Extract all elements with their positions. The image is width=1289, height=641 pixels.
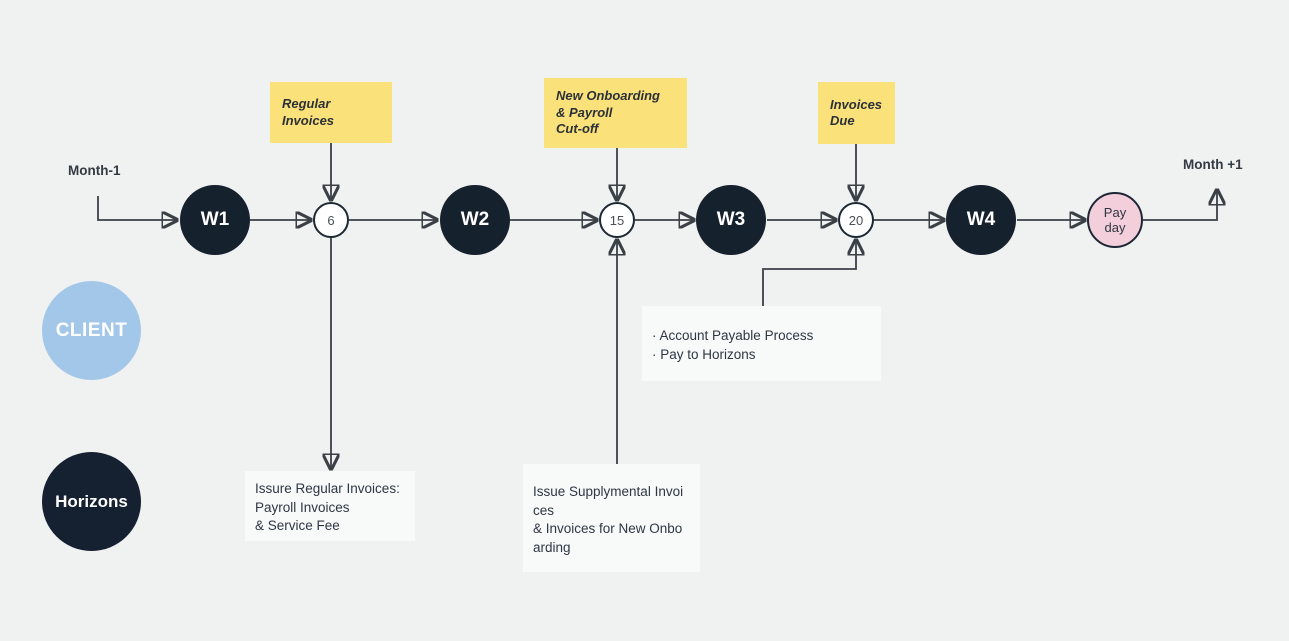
timeline-node-day-20: 20 (838, 202, 874, 238)
connector-payday-to-month-plus-1 (1143, 191, 1217, 221)
timeline-node-w1: W1 (180, 185, 250, 255)
connector-payable-callout-to-day20 (762, 241, 856, 306)
sticky-note-invoices-due: Invoices Due (818, 82, 895, 144)
actor-client: CLIENT (42, 281, 141, 380)
timeline-node-payday: Pay day (1087, 192, 1143, 248)
month-plus-1-label: Month +1 (1183, 157, 1243, 172)
month-minus-1-label: Month-1 (68, 163, 121, 178)
callout-account-payable-process: · Account Payable Process · Pay to Horiz… (642, 306, 881, 381)
timeline-node-day-6: 6 (313, 202, 349, 238)
timeline-node-day-15: 15 (599, 202, 635, 238)
timeline-node-w4: W4 (946, 185, 1016, 255)
callout-issue-regular-invoices: Issure Regular Invoices: Payroll Invoice… (245, 471, 415, 541)
connector-month-minus-1-to-w1 (97, 196, 176, 220)
timeline-node-w3: W3 (696, 185, 766, 255)
sticky-note-new-onboarding-payroll-cutoff: New Onboarding & Payroll Cut-off (544, 78, 687, 148)
callout-issue-supplemental-invoices: Issue Supplymental Invoi ces & Invoices … (523, 464, 700, 572)
actor-horizons: Horizons (42, 452, 141, 551)
timeline-node-w2: W2 (440, 185, 510, 255)
sticky-note-regular-invoices: Regular Invoices (270, 82, 392, 143)
